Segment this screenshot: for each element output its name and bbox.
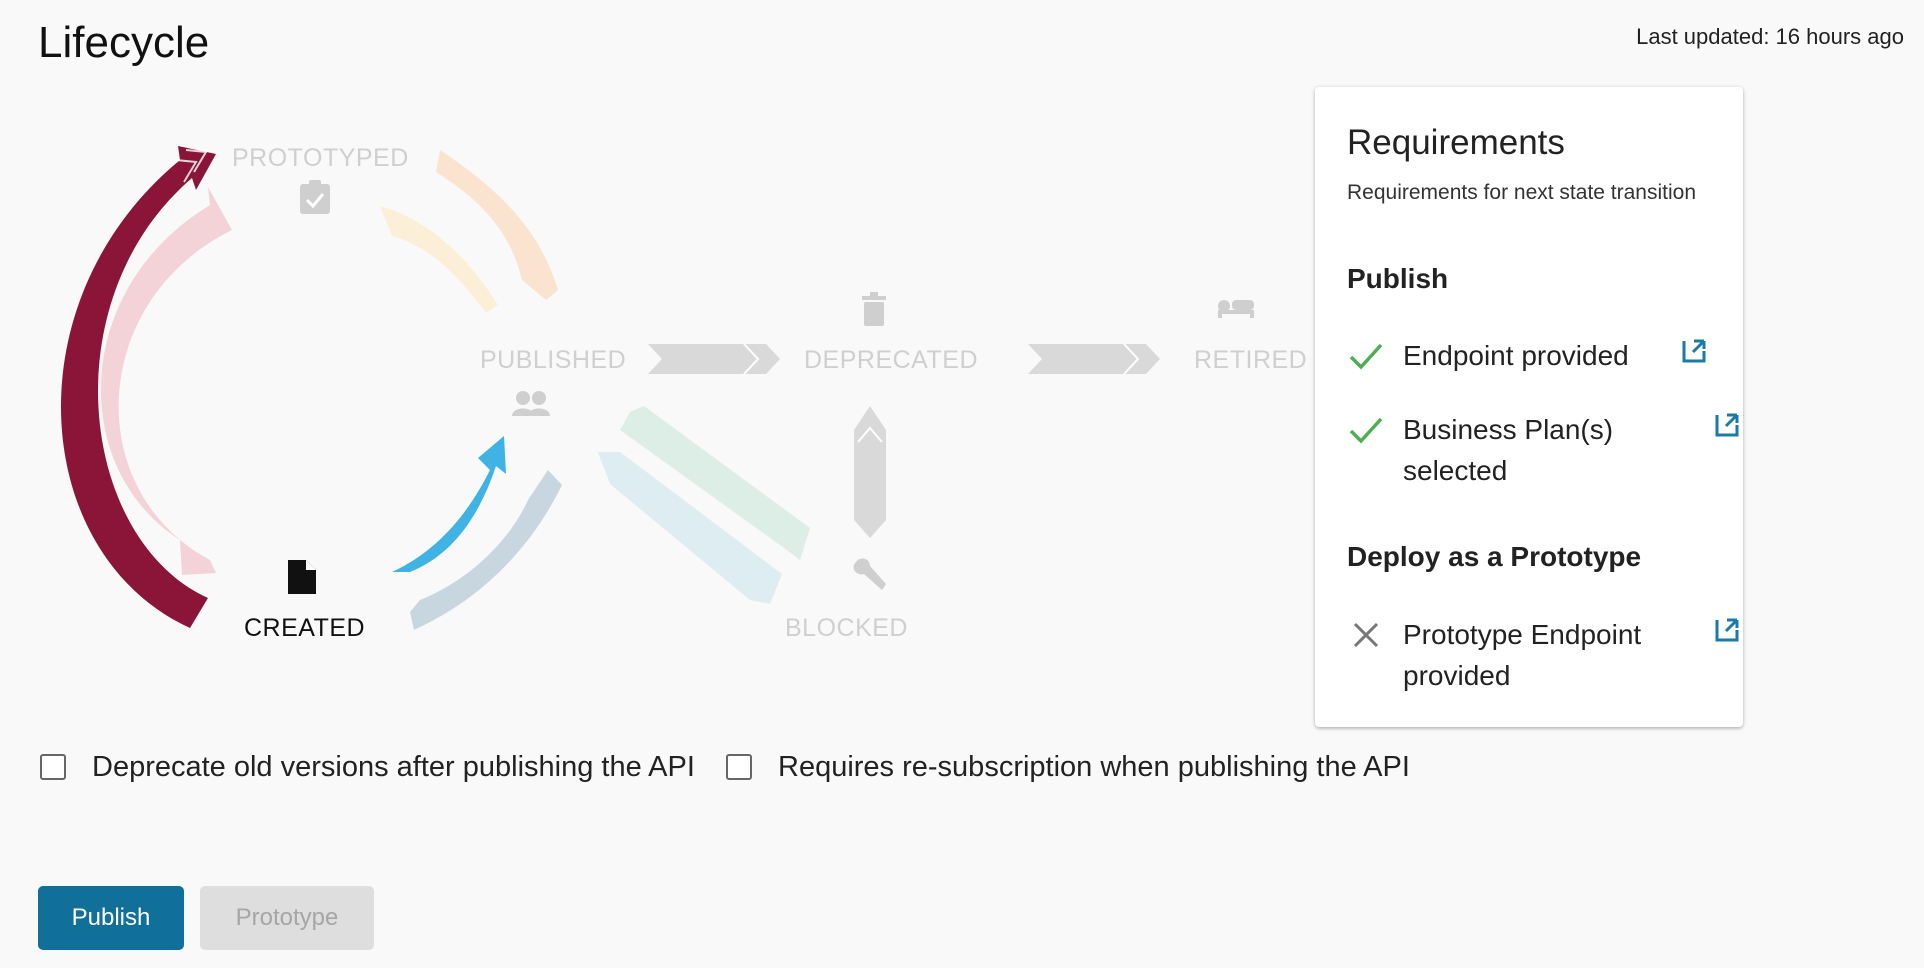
requirement-text: Prototype Endpoint provided: [1403, 619, 1642, 691]
prototype-button: Prototype: [200, 886, 374, 950]
close-icon: [1353, 622, 1379, 648]
lifecycle-diagram: PROTOTYPED PUBLISHED DEPRECATED RETIRED …: [60, 144, 1307, 642]
open-in-new-icon[interactable]: [1680, 335, 1710, 365]
deprecate-old-versions-checkbox[interactable]: [40, 754, 66, 780]
trash-icon: [862, 292, 886, 326]
state-blocked: BLOCKED: [785, 614, 908, 642]
state-prototyped: PROTOTYPED: [232, 144, 409, 172]
transition-published-to-created: [410, 470, 562, 630]
transition-blocked-to-published: [598, 452, 782, 604]
group-title-deploy-prototype: Deploy as a Prototype: [1347, 541, 1642, 572]
transition-published-to-deprecated: [648, 343, 780, 375]
wrench-icon: [853, 558, 886, 590]
publish-button[interactable]: Publish: [38, 886, 184, 950]
check-icon: [1349, 417, 1383, 444]
document-icon: [288, 560, 316, 594]
deprecate-old-versions-label: Deprecate old versions after publishing …: [92, 750, 695, 783]
people-icon: [512, 391, 550, 416]
state-deprecated: DEPRECATED: [804, 346, 978, 374]
transition-created-to-published[interactable]: [392, 436, 506, 572]
transition-prototyped-to-created: [100, 187, 232, 575]
transition-created-to-prototyped[interactable]: [60, 146, 216, 628]
require-resubscription-option[interactable]: Requires re-subscription when publishing…: [726, 747, 1410, 787]
requirement-business-plans: Business Plan(s) selected: [1347, 409, 1739, 499]
requirements-card: Requirements Requirements for next state…: [1315, 87, 1743, 727]
requirement-prototype-endpoint: Prototype Endpoint provided: [1347, 614, 1739, 704]
deprecate-old-versions-option[interactable]: Deprecate old versions after publishing …: [40, 747, 695, 787]
requirements-title: Requirements: [1347, 123, 1565, 162]
transition-prototyped-to-published: [436, 150, 558, 300]
state-created: CREATED: [244, 614, 365, 642]
page-title: Lifecycle: [38, 18, 210, 67]
last-updated-text: Last updated: 16 hours ago: [1636, 24, 1904, 49]
require-resubscription-checkbox[interactable]: [726, 754, 752, 780]
state-retired: RETIRED: [1194, 346, 1307, 374]
requirement-text: Endpoint provided: [1403, 340, 1629, 371]
clipboard-check-icon: [300, 180, 330, 214]
requirement-text: Business Plan(s) selected: [1403, 414, 1614, 486]
requirements-subtitle: Requirements for next state transition: [1347, 181, 1697, 204]
group-title-publish: Publish: [1347, 263, 1449, 294]
open-in-new-icon[interactable]: [1713, 409, 1743, 439]
check-icon: [1349, 343, 1383, 370]
open-in-new-icon[interactable]: [1713, 614, 1743, 644]
require-resubscription-label: Requires re-subscription when publishing…: [778, 750, 1410, 783]
requirement-endpoint-provided: Endpoint provided: [1347, 335, 1717, 415]
state-published: PUBLISHED: [480, 346, 626, 374]
transition-deprecated-to-retired: [1028, 343, 1160, 375]
transition-blocked-to-deprecated: [854, 406, 886, 538]
transition-published-to-blocked: [620, 406, 810, 560]
bed-icon: [1218, 300, 1254, 318]
transition-published-to-prototyped: [380, 206, 498, 313]
